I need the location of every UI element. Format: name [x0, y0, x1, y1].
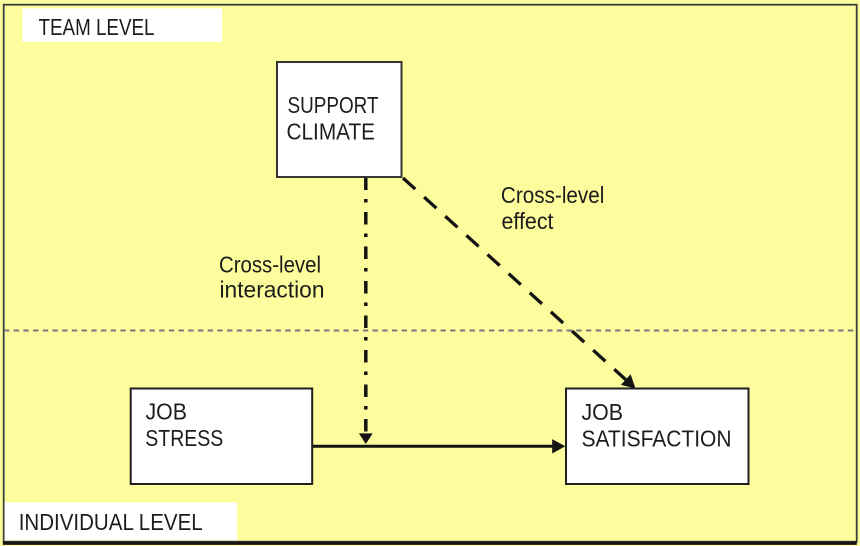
svg-text:INDIVIDUAL LEVEL: INDIVIDUAL LEVEL [19, 509, 203, 535]
svg-text:Cross-level: Cross-level [501, 182, 605, 208]
svg-text:JOB: JOB [146, 398, 188, 424]
svg-text:CLIMATE: CLIMATE [287, 118, 376, 144]
svg-text:TEAM LEVEL: TEAM LEVEL [39, 14, 155, 40]
svg-text:SATISFACTION: SATISFACTION [582, 426, 732, 452]
svg-text:JOB: JOB [582, 399, 624, 425]
svg-text:effect: effect [502, 208, 555, 234]
svg-text:Cross-level: Cross-level [219, 251, 321, 277]
svg-text:SUPPORT: SUPPORT [288, 92, 379, 118]
svg-text:interaction: interaction [220, 276, 325, 302]
svg-text:STRESS: STRESS [145, 425, 223, 451]
